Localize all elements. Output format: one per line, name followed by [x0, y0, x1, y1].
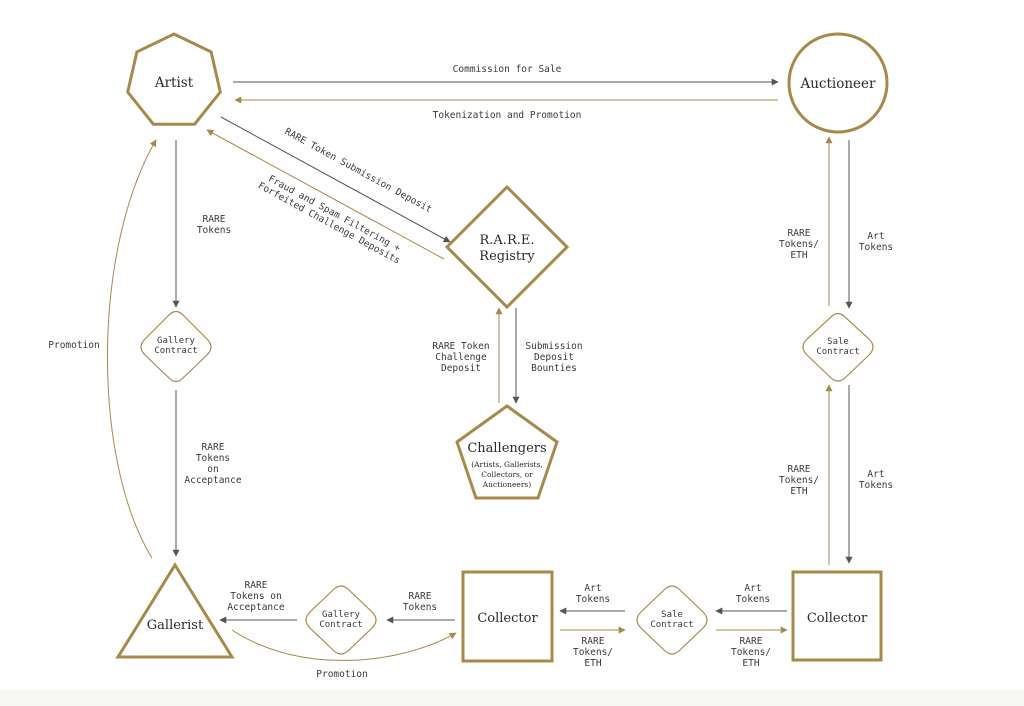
rounded-diamond-shape	[802, 312, 874, 382]
collector-center-node: Collector	[461, 570, 554, 663]
label-auct-rare-eth-3: ETH	[790, 250, 807, 261]
label-rare-eth-right-3: ETH	[742, 658, 759, 669]
label-sale-art-tokens-2: Tokens	[859, 480, 893, 491]
challengers-sub-1: (Artists, Gallerists,	[471, 460, 543, 469]
label-submission-bounties-2: Deposit	[534, 352, 574, 363]
label-rare-eth-mid-1: RARE	[582, 636, 605, 647]
label-sale-rare-eth-1: RARE	[788, 464, 811, 475]
registry-label-line1: R.A.R.E.	[480, 233, 535, 248]
rounded-diamond-shape	[636, 585, 708, 655]
label-gallery-rare-1: RARE	[202, 442, 225, 453]
gallery-contract-bottom-line1: Gallery	[322, 610, 361, 620]
sale-contract-bottom-line1: Sale	[661, 610, 683, 620]
label-commission-for-sale: Commission for Sale	[453, 64, 562, 75]
gallerist-node: Gallerist	[115, 562, 235, 659]
label-auct-rare-eth-2: Tokens/	[779, 239, 819, 250]
label-promotion-bottom: Promotion	[316, 669, 367, 680]
label-artist-rare-tokens-2: Tokens	[197, 225, 231, 236]
triangle-shape	[115, 562, 235, 659]
label-auct-rare-eth-1: RARE	[788, 228, 811, 239]
label-sale-rare-eth-2: Tokens/	[779, 475, 819, 486]
collector-right-node: Collector	[791, 570, 883, 662]
label-challenge-deposit-2: Challenge	[435, 352, 487, 363]
edge-rare-submission-deposit	[220, 116, 451, 243]
gallery-contract-top-line2: Contract	[154, 346, 197, 356]
gallery-contract-bottom-node: Gallery Contract	[305, 585, 377, 655]
collector-center-label: Collector	[477, 611, 538, 626]
edges	[107, 78, 853, 661]
rounded-diamond-shape	[140, 310, 212, 383]
label-submission-bounties-3: Bounties	[531, 363, 577, 374]
label-art-tokens-mid-2: Tokens	[576, 594, 610, 605]
collector-right-label: Collector	[807, 611, 868, 626]
gallery-contract-top-node: Gallery Contract	[140, 310, 212, 383]
challengers-node: Challengers (Artists, Gallerists, Collec…	[455, 404, 559, 500]
label-gall-rare-accept-1: RARE	[245, 580, 268, 591]
sale-contract-right-line2: Contract	[816, 347, 859, 357]
square-shape	[461, 570, 554, 663]
auctioneer-node: Auctioneer	[787, 32, 889, 134]
label-fraud-filtering-line2: Forfeited Challenge Deposits	[256, 180, 402, 266]
sale-contract-right-line1: Sale	[827, 337, 849, 347]
label-gallery-rare-3: on	[207, 464, 218, 475]
label-challenge-deposit-3: Deposit	[441, 363, 481, 374]
edge-promotion-left	[107, 139, 157, 559]
label-art-tokens-mid-1: Art	[584, 583, 601, 594]
label-gallery-rare-4: Acceptance	[184, 475, 241, 486]
gallery-contract-top-line1: Gallery	[157, 336, 196, 346]
challengers-sub-2: Collectors, or	[481, 470, 533, 479]
circle-shape	[787, 32, 889, 134]
diamond-shape	[444, 184, 570, 310]
gallerist-label: Gallerist	[147, 618, 204, 633]
sale-contract-bottom-line2: Contract	[650, 620, 693, 630]
artist-label: Artist	[154, 75, 194, 91]
edge-fraud-filtering	[206, 129, 445, 260]
square-shape	[791, 570, 883, 662]
label-art-tokens-right-2: Tokens	[736, 594, 770, 605]
label-artist-rare-tokens-1: RARE	[203, 214, 226, 225]
gallery-contract-bottom-line2: Contract	[319, 620, 362, 630]
label-tokenization-promotion: Tokenization and Promotion	[433, 110, 582, 121]
sale-contract-right-node: Sale Contract	[802, 312, 874, 382]
label-rare-eth-mid-2: Tokens/	[573, 647, 613, 658]
label-rare-eth-mid-3: ETH	[584, 658, 601, 669]
sale-contract-bottom-node: Sale Contract	[636, 585, 708, 655]
auctioneer-label: Auctioneer	[799, 76, 876, 92]
label-gall-rare-accept-2: Tokens on	[230, 591, 281, 602]
label-gall-rare-accept-3: Acceptance	[227, 602, 284, 613]
label-coll-rare-tokens-2: Tokens	[403, 602, 437, 613]
edge-promotion-bottom	[231, 629, 457, 661]
registry-label-line2: Registry	[479, 249, 535, 264]
label-auct-art-tokens-2: Tokens	[859, 242, 893, 253]
label-sale-rare-eth-3: ETH	[790, 486, 807, 497]
label-rare-eth-right-1: RARE	[740, 636, 763, 647]
label-rare-eth-right-2: Tokens/	[731, 647, 771, 658]
label-challenge-deposit-1: RARE Token	[432, 341, 489, 352]
artist-node: Artist	[126, 32, 222, 126]
label-auct-art-tokens-1: Art	[867, 231, 884, 242]
label-art-tokens-right-1: Art	[744, 583, 761, 594]
challengers-title: Challengers	[467, 441, 546, 456]
label-coll-rare-tokens-1: RARE	[409, 591, 432, 602]
label-promotion-left: Promotion	[48, 340, 99, 351]
pentagon-shape	[455, 404, 559, 500]
challengers-sub-3: Auctioneers)	[482, 480, 532, 489]
registry-node: R.A.R.E. Registry	[444, 184, 570, 310]
label-sale-art-tokens-1: Art	[867, 469, 884, 480]
bottom-band	[0, 690, 1024, 706]
heptagon-shape	[126, 32, 222, 126]
label-submission-bounties-1: Submission	[525, 341, 582, 352]
rounded-diamond-shape	[305, 585, 377, 655]
label-gallery-rare-2: Tokens	[196, 453, 230, 464]
